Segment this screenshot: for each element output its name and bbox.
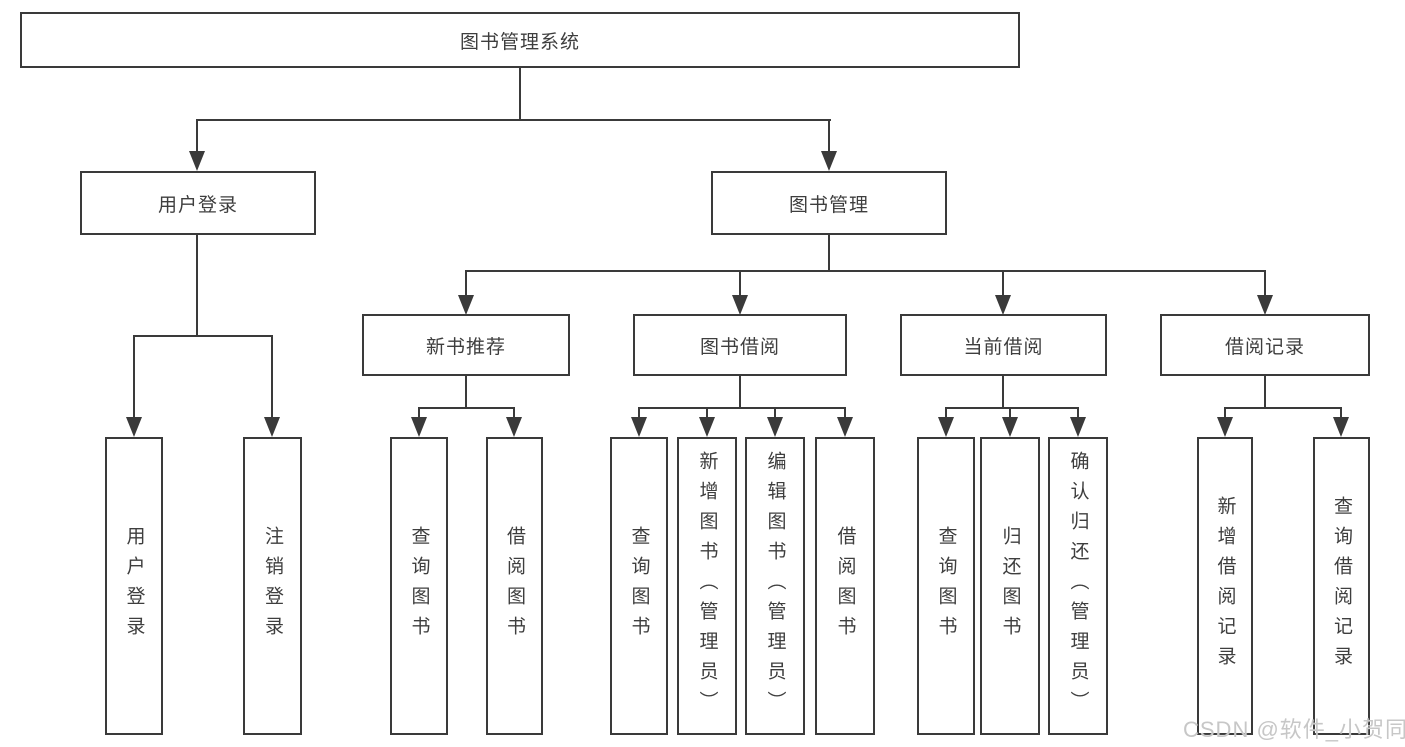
connector-bookmgmt-split: [465, 270, 1266, 272]
connector-bb-borrow: [844, 407, 846, 418]
leaf-bb-borrow-book-label: 借阅图书: [834, 526, 856, 646]
leaf-nb-borrow-book: 借阅图书: [486, 437, 543, 735]
arrowhead-br-add: [1217, 417, 1233, 437]
node-new-book-recommend-label: 新书推荐: [425, 336, 506, 358]
connector-cb-confirm: [1077, 407, 1079, 418]
arrowhead-bb-query: [631, 417, 647, 437]
node-current-borrow: 当前借阅: [900, 314, 1107, 376]
connector-currentborrow-split: [945, 407, 1079, 409]
connector-bookborrow-split: [638, 407, 846, 409]
arrowhead-leaf-login: [126, 417, 142, 437]
arrowhead-new-book: [458, 295, 474, 315]
connector-bookborrow-stem: [739, 375, 741, 408]
arrowhead-book-borrow: [732, 295, 748, 315]
connector-to-book-borrow: [739, 270, 741, 297]
connector-currentborrow-stem: [1002, 375, 1004, 408]
leaf-br-query-record: 查询借阅记录: [1313, 437, 1370, 735]
leaf-bb-add-book: 新增图书（管理员）: [677, 437, 737, 735]
arrowhead-leaf-logout: [264, 417, 280, 437]
leaf-user-login: 用户登录: [105, 437, 163, 735]
connector-nb-borrow: [513, 407, 515, 418]
connector-newbook-split: [418, 407, 515, 409]
node-borrow-records-label: 借阅记录: [1224, 336, 1305, 358]
arrowhead-br-query: [1333, 417, 1349, 437]
leaf-cb-confirm-return: 确认归还（管理员）: [1048, 437, 1108, 735]
connector-newbook-stem: [465, 375, 467, 408]
connector-bb-edit: [774, 407, 776, 418]
connector-to-current-borrow: [1002, 270, 1004, 297]
leaf-bb-edit-book-label: 编辑图书（管理员）: [764, 451, 786, 721]
connector-bb-add: [706, 407, 708, 418]
node-borrow-records: 借阅记录: [1160, 314, 1370, 376]
leaf-user-login-label: 用户登录: [123, 526, 145, 646]
leaf-cb-confirm-return-label: 确认归还（管理员）: [1067, 451, 1089, 721]
connector-root-stem: [519, 66, 521, 120]
connector-bookmgmt-stem: [828, 235, 830, 271]
connector-bb-query: [638, 407, 640, 418]
connector-borrowrecords-split: [1224, 407, 1342, 409]
leaf-cb-query-book-label: 查询图书: [935, 526, 957, 646]
arrowhead-cb-return: [1002, 417, 1018, 437]
arrowhead-bb-add: [699, 417, 715, 437]
connector-to-new-book: [465, 270, 467, 297]
node-book-management: 图书管理: [711, 171, 947, 235]
arrowhead-user-login: [189, 151, 205, 171]
leaf-cb-return-book-label: 归还图书: [999, 526, 1021, 646]
arrowhead-bb-borrow: [837, 417, 853, 437]
leaf-nb-borrow-book-label: 借阅图书: [504, 526, 525, 646]
leaf-nb-query-book: 查询图书: [390, 437, 448, 735]
connector-borrowrecords-stem: [1264, 375, 1266, 408]
connector-nb-query: [418, 407, 420, 418]
connector-cb-query: [945, 407, 947, 418]
csdn-watermark: CSDN @软件_小贺同学: [1183, 717, 1405, 742]
arrowhead-nb-borrow: [506, 417, 522, 437]
arrowhead-bb-edit: [767, 417, 783, 437]
leaf-br-add-record-label: 新增借阅记录: [1214, 496, 1236, 676]
arrowhead-borrow-records: [1257, 295, 1273, 315]
arrowhead-cb-query: [938, 417, 954, 437]
leaf-logout-label: 注销登录: [262, 526, 283, 646]
leaf-bb-query-book-label: 查询图书: [628, 526, 650, 646]
connector-to-borrow-records: [1264, 270, 1266, 297]
connector-to-leaf-login: [133, 335, 135, 419]
connector-root-split: [196, 119, 831, 121]
connector-userlogin-split: [133, 335, 273, 337]
leaf-bb-query-book: 查询图书: [610, 437, 668, 735]
connector-to-user-login: [196, 119, 198, 153]
connector-userlogin-stem: [196, 235, 198, 336]
leaf-cb-return-book: 归还图书: [980, 437, 1040, 735]
leaf-br-add-record: 新增借阅记录: [1197, 437, 1253, 735]
leaf-bb-add-book-label: 新增图书（管理员）: [696, 451, 718, 721]
node-book-borrow-label: 图书借阅: [699, 336, 780, 358]
leaf-bb-borrow-book: 借阅图书: [815, 437, 875, 735]
node-root: 图书管理系统: [20, 12, 1020, 68]
leaf-logout: 注销登录: [243, 437, 302, 735]
node-user-login: 用户登录: [80, 171, 316, 235]
node-book-borrow: 图书借阅: [633, 314, 847, 376]
connector-to-leaf-logout: [271, 335, 273, 419]
connector-br-query: [1340, 407, 1342, 418]
node-new-book-recommend: 新书推荐: [362, 314, 570, 376]
arrowhead-cb-confirm: [1070, 417, 1086, 437]
leaf-nb-query-book-label: 查询图书: [408, 526, 430, 646]
leaf-br-query-record-label: 查询借阅记录: [1331, 496, 1352, 676]
node-user-login-label: 用户登录: [157, 194, 238, 216]
node-book-management-label: 图书管理: [788, 194, 869, 216]
node-root-label: 图书管理系统: [459, 31, 580, 53]
leaf-cb-query-book: 查询图书: [917, 437, 975, 735]
connector-to-book-management: [828, 119, 830, 153]
leaf-bb-edit-book: 编辑图书（管理员）: [745, 437, 805, 735]
connector-br-add: [1224, 407, 1226, 418]
connector-cb-return: [1009, 407, 1011, 418]
node-current-borrow-label: 当前借阅: [963, 336, 1044, 358]
arrowhead-current-borrow: [995, 295, 1011, 315]
arrowhead-book-management: [821, 151, 837, 171]
arrowhead-nb-query: [411, 417, 427, 437]
